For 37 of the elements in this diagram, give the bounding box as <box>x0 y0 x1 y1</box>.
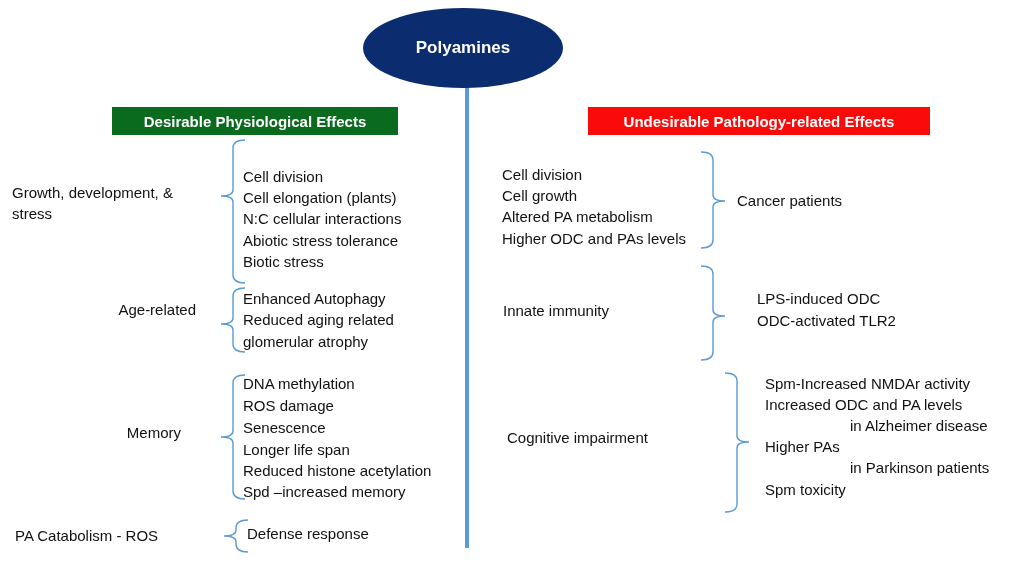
effect-label: in Alzheimer disease <box>850 415 988 436</box>
effect-label: Cancer patients <box>737 190 843 211</box>
effect-label: Cell elongation (plants) <box>243 187 397 208</box>
effect-label: PA Catabolism - ROS <box>15 525 159 546</box>
effect-label: Cell division <box>502 164 583 185</box>
heading-banner: Desirable Physiological Effects <box>112 107 398 135</box>
effect-label: Cell division <box>243 166 324 187</box>
effect-label: glomerular atrophy <box>243 331 369 352</box>
effect-label: Longer life span <box>243 439 350 460</box>
effect-label: DNA methylation <box>243 373 355 394</box>
effect-label: Enhanced Autophagy <box>243 288 386 309</box>
effect-label: LPS-induced ODC <box>757 288 881 309</box>
effect-label: Reduced aging related <box>243 309 394 330</box>
effect-label: Age-related <box>118 299 196 320</box>
effect-label: in Parkinson patients <box>850 457 990 478</box>
effect-label: Innate immunity <box>503 300 609 321</box>
effect-label: Reduced histone acetylation <box>243 460 432 481</box>
effect-label: Abiotic stress tolerance <box>243 230 399 251</box>
effect-label: Defense response <box>247 523 369 544</box>
effect-label: N:C cellular interactions <box>243 208 402 229</box>
effect-label: Altered PA metabolism <box>502 206 653 227</box>
effect-label: Spm toxicity <box>765 479 846 500</box>
effect-label: Memory <box>126 422 181 443</box>
heading-banner: Undesirable Pathology-related Effects <box>588 107 930 135</box>
effect-label: Cognitive impairment <box>507 427 648 448</box>
effect-label: Higher PAs <box>765 436 840 457</box>
effect-label: Higher ODC and PAs levels <box>502 228 686 249</box>
effect-label: ODC-activated TLR2 <box>757 310 896 331</box>
effect-label: Increased ODC and PA levels <box>765 394 963 415</box>
effect-label: ROS damage <box>243 395 334 416</box>
effect-label: Senescence <box>243 417 326 438</box>
title-ellipse: Polyamines <box>363 8 563 88</box>
effect-label: Spd –increased memory <box>243 481 406 502</box>
effect-label: Biotic stress <box>243 251 324 272</box>
effect-label: Growth, development, & stress <box>12 183 174 224</box>
effect-label: Cell growth <box>502 185 578 206</box>
effect-label: Spm-Increased NMDAr activity <box>765 373 971 394</box>
